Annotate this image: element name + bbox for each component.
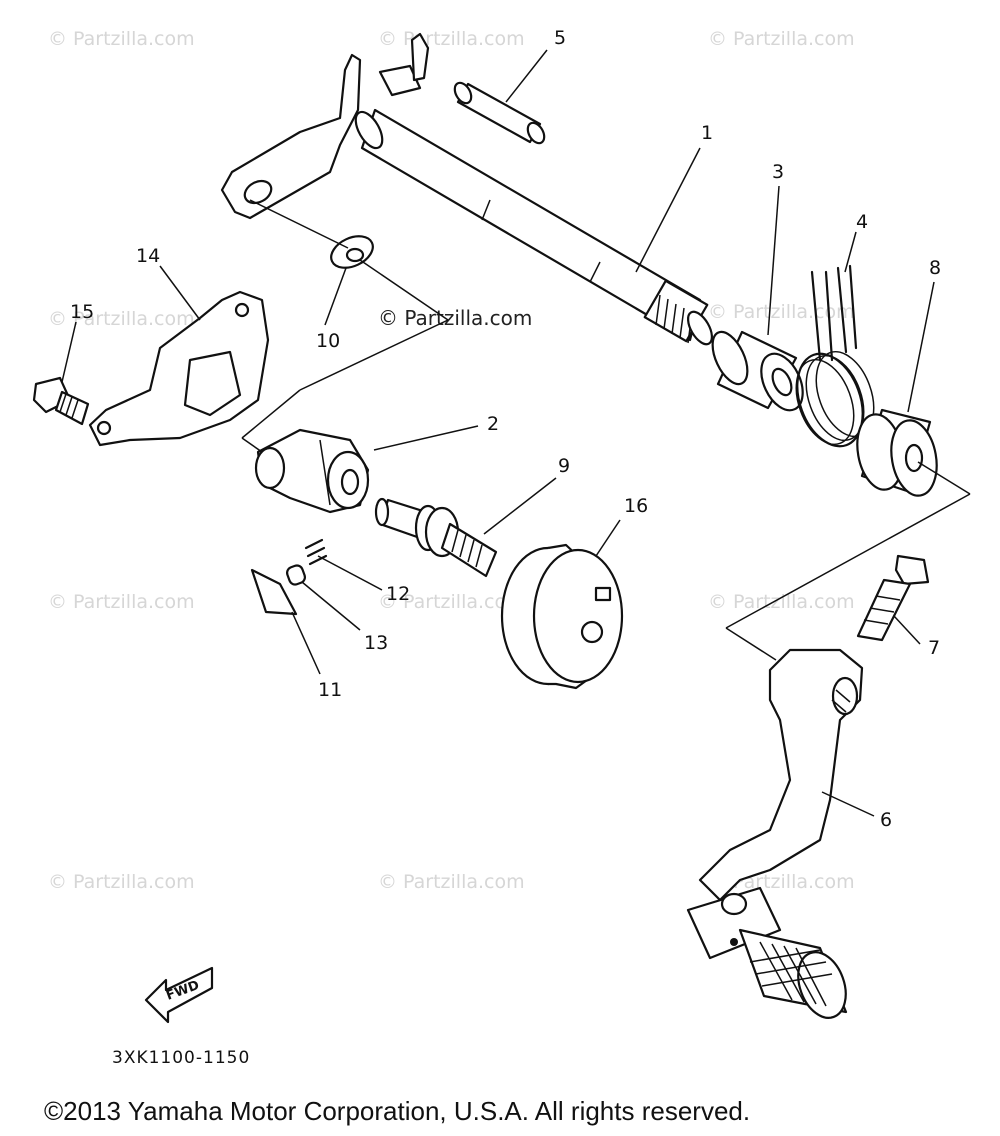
callout-10: 10 bbox=[316, 330, 340, 352]
callout-15: 15 bbox=[70, 301, 94, 323]
callout-5: 5 bbox=[554, 27, 566, 49]
watermark: © Partzilla.com bbox=[378, 306, 532, 330]
callout-6: 6 bbox=[880, 809, 892, 831]
watermark: © Partzilla.com bbox=[378, 871, 525, 893]
watermark: © Partzilla.com bbox=[708, 28, 855, 50]
spring-part-12 bbox=[304, 538, 328, 566]
callout-11: 11 bbox=[318, 679, 342, 701]
collar-part-8 bbox=[856, 408, 938, 497]
callout-14: 14 bbox=[136, 245, 160, 267]
callout-9: 9 bbox=[558, 455, 570, 477]
callout-7: 7 bbox=[928, 637, 940, 659]
callout-16: 16 bbox=[624, 495, 648, 517]
callout-2: 2 bbox=[487, 413, 499, 435]
callout-12: 12 bbox=[386, 583, 410, 605]
callout-8: 8 bbox=[929, 257, 941, 279]
copyright-notice: ©2013 Yamaha Motor Corporation, U.S.A. A… bbox=[44, 1096, 750, 1126]
watermark: © Partzilla.com bbox=[378, 28, 525, 50]
leader-lines bbox=[61, 49, 971, 817]
pin-part-13 bbox=[285, 564, 307, 586]
stopper-plate-part-14 bbox=[88, 290, 270, 447]
bolt-part-7 bbox=[856, 554, 930, 642]
shift-pedal-part-6 bbox=[686, 648, 864, 1019]
spring-part-4 bbox=[795, 264, 875, 448]
collar-part-3 bbox=[711, 330, 804, 412]
watermark: © Partzilla.com bbox=[48, 308, 195, 330]
watermark: © Partzilla.com bbox=[708, 591, 855, 613]
bolt-part-15 bbox=[32, 376, 90, 426]
segment-part-2 bbox=[254, 428, 370, 514]
watermarks: © Partzilla.com © Partzilla.com © Partzi… bbox=[48, 28, 855, 893]
callout-4: 4 bbox=[856, 211, 868, 233]
watermark: © Partzilla.com bbox=[48, 871, 195, 893]
plate-part-11 bbox=[250, 568, 298, 616]
forward-arrow-icon: FWD bbox=[144, 966, 214, 1024]
pin-part-5 bbox=[453, 81, 546, 145]
shift-cam-part-16 bbox=[500, 543, 624, 690]
watermark: © Partzilla.com bbox=[378, 591, 525, 613]
callouts: 1 2 3 4 5 6 7 8 9 10 11 12 13 14 15 16 bbox=[70, 27, 941, 831]
watermark: © Partzilla.com bbox=[708, 301, 855, 323]
callout-1: 1 bbox=[701, 122, 713, 144]
shift-shaft-part-1 bbox=[220, 32, 714, 346]
watermark: © Partzilla.com bbox=[48, 28, 195, 50]
bolt-part-9 bbox=[374, 497, 498, 578]
watermark: © Partzilla.com bbox=[48, 591, 195, 613]
diagram-code: 3XK1100-1150 bbox=[112, 1048, 250, 1068]
callout-13: 13 bbox=[364, 632, 388, 654]
callout-3: 3 bbox=[772, 161, 784, 183]
